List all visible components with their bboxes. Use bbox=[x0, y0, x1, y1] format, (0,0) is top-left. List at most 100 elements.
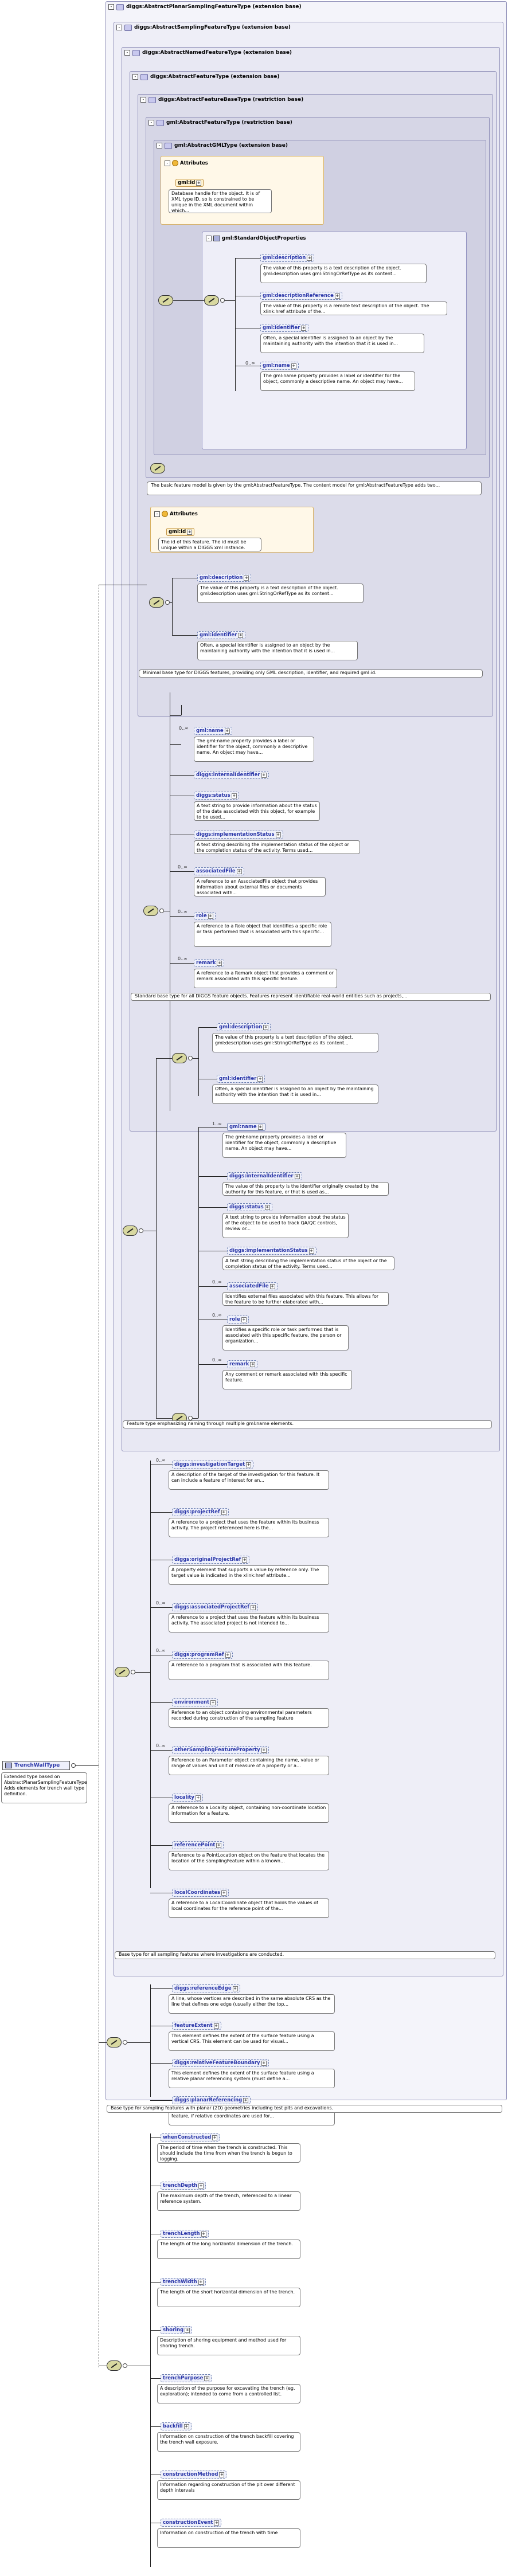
named-implementation-status-element[interactable]: diggs:implementationStatus+ bbox=[227, 1247, 316, 1255]
expand-icon[interactable]: + bbox=[261, 1747, 267, 1753]
expand-icon[interactable]: + bbox=[225, 1652, 230, 1658]
planar-items-element[interactable]: diggs:referenceEdge+ bbox=[172, 1984, 240, 1992]
ext-header-sampling[interactable]: -diggs:AbstractSamplingFeatureType (exte… bbox=[114, 22, 503, 33]
expand-icon[interactable]: + bbox=[263, 1024, 269, 1030]
sampling-items-element[interactable]: diggs:investigationTarget+ bbox=[172, 1461, 254, 1469]
collapse-icon[interactable]: - bbox=[149, 120, 154, 126]
gml-description-element[interactable]: gml:description+ bbox=[260, 254, 315, 262]
trench-items-element[interactable]: constructionMethod+ bbox=[161, 2471, 227, 2479]
sampling-items-element[interactable]: locality+ bbox=[172, 1794, 203, 1802]
expand-icon[interactable]: + bbox=[195, 1795, 201, 1800]
gml-identifier-element[interactable]: gml:identifier+ bbox=[260, 324, 309, 332]
collapse-icon[interactable]: - bbox=[132, 74, 138, 80]
ext-header-base[interactable]: -diggs:AbstractFeatureBaseType (restrict… bbox=[138, 95, 493, 105]
gml-description-reference-element[interactable]: gml:descriptionReference+ bbox=[260, 292, 342, 300]
attributes-title[interactable]: -Attributes bbox=[154, 511, 198, 517]
trench-items-element[interactable]: trenchLength+ bbox=[161, 2230, 209, 2238]
ext-header-gml-type[interactable]: -gml:AbstractGMLType (extension base) bbox=[154, 140, 486, 151]
expand-icon[interactable]: + bbox=[224, 728, 230, 734]
expand-icon[interactable]: + bbox=[250, 1361, 256, 1367]
named-associated-file-element[interactable]: associatedFile+ bbox=[227, 1282, 278, 1290]
expand-icon[interactable]: + bbox=[244, 575, 249, 581]
expand-icon[interactable]: + bbox=[212, 2135, 218, 2140]
sampling-items-element[interactable]: environment+ bbox=[172, 1698, 218, 1706]
expand-icon[interactable]: + bbox=[238, 632, 244, 638]
expand-icon[interactable]: + bbox=[242, 1557, 248, 1563]
sampling-items-element[interactable]: otherSamplingFeatureProperty+ bbox=[172, 1746, 269, 1754]
expand-icon[interactable]: + bbox=[196, 180, 202, 186]
gml-name-element[interactable]: gml:name+ bbox=[260, 362, 299, 370]
ext-header-gml-feature[interactable]: -gml:AbstractFeatureType (restriction ba… bbox=[146, 118, 489, 128]
expand-icon[interactable]: + bbox=[269, 1283, 275, 1289]
base-gml-description-element[interactable]: gml:description+ bbox=[197, 574, 252, 582]
expand-icon[interactable]: + bbox=[301, 325, 307, 331]
expand-icon[interactable]: + bbox=[201, 2231, 206, 2237]
expand-icon[interactable]: + bbox=[216, 1842, 222, 1848]
planar-items-element[interactable]: diggs:relativeFeatureBoundary+ bbox=[172, 2059, 269, 2067]
collapse-icon[interactable]: - bbox=[165, 160, 170, 166]
trench-items-element[interactable]: shoring+ bbox=[161, 2326, 193, 2334]
trench-items-element[interactable]: trenchDepth+ bbox=[161, 2182, 206, 2190]
planar-items-element[interactable]: diggs:planarReferencing+ bbox=[172, 2096, 251, 2104]
named-gml-description-element[interactable]: gml:description+ bbox=[217, 1023, 271, 1031]
expand-icon[interactable]: + bbox=[198, 2279, 204, 2285]
feature-remark-element[interactable]: remark+ bbox=[194, 959, 225, 967]
expand-icon[interactable]: + bbox=[246, 1462, 252, 1467]
expand-icon[interactable]: + bbox=[261, 2060, 267, 2066]
sampling-items-element[interactable]: diggs:associatedProjectRef+ bbox=[172, 1603, 258, 1611]
expand-icon[interactable]: + bbox=[208, 913, 213, 919]
expand-icon[interactable]: + bbox=[291, 363, 296, 369]
trench-items-element[interactable]: trenchPurpose+ bbox=[161, 2374, 212, 2382]
gml-id-attribute-base[interactable]: gml:id+ bbox=[166, 528, 195, 536]
expand-icon[interactable]: + bbox=[257, 1076, 263, 1082]
expand-icon[interactable]: + bbox=[210, 1700, 216, 1705]
expand-icon[interactable]: + bbox=[250, 1604, 256, 1610]
base-gml-identifier-element[interactable]: gml:identifier+ bbox=[197, 631, 246, 639]
feature-internal-identifier-element[interactable]: diggs:internalIdentifier+ bbox=[194, 771, 269, 779]
expand-icon[interactable]: + bbox=[236, 868, 242, 874]
collapse-icon[interactable]: - bbox=[157, 143, 162, 148]
expand-icon[interactable]: + bbox=[221, 1509, 226, 1515]
attributes-title[interactable]: -Attributes bbox=[165, 160, 208, 166]
sampling-items-element[interactable]: referencePoint+ bbox=[172, 1841, 224, 1849]
expand-icon[interactable]: + bbox=[217, 960, 222, 966]
expand-icon[interactable]: + bbox=[219, 2472, 225, 2477]
expand-icon[interactable]: + bbox=[213, 2023, 219, 2029]
expand-icon[interactable]: + bbox=[204, 2375, 210, 2381]
expand-icon[interactable]: + bbox=[232, 1986, 238, 1991]
expand-icon[interactable]: + bbox=[243, 2097, 249, 2103]
group-title[interactable]: -gml:StandardObjectProperties bbox=[206, 236, 306, 241]
ext-header-planar[interactable]: -diggs:AbstractPlanarSamplingFeatureType… bbox=[106, 2, 506, 12]
named-status-element[interactable]: diggs:status+ bbox=[227, 1203, 272, 1211]
expand-icon[interactable]: + bbox=[231, 793, 237, 798]
feature-implementation-status-element[interactable]: diggs:implementationStatus+ bbox=[194, 831, 283, 839]
feature-role-element[interactable]: role+ bbox=[194, 912, 216, 920]
trench-items-element[interactable]: backfill+ bbox=[161, 2422, 192, 2430]
named-role-element[interactable]: role+ bbox=[227, 1316, 249, 1324]
expand-icon[interactable]: + bbox=[257, 1124, 263, 1130]
feature-gml-name-element[interactable]: gml:name+ bbox=[194, 727, 232, 735]
expand-icon[interactable]: + bbox=[221, 1890, 227, 1896]
collapse-icon[interactable]: - bbox=[108, 4, 114, 10]
collapse-icon[interactable]: - bbox=[154, 511, 160, 517]
expand-icon[interactable]: + bbox=[264, 1204, 270, 1210]
named-internal-identifier-element[interactable]: diggs:internalIdentifier+ bbox=[227, 1172, 302, 1180]
sampling-items-element[interactable]: diggs:originalProjectRef+ bbox=[172, 1556, 250, 1564]
planar-items-element[interactable]: featureExtent+ bbox=[172, 2022, 221, 2030]
trench-items-element[interactable]: constructionEvent+ bbox=[161, 2519, 222, 2527]
sampling-items-element[interactable]: localCoordinates+ bbox=[172, 1889, 229, 1897]
expand-icon[interactable]: + bbox=[334, 293, 340, 299]
expand-icon[interactable]: + bbox=[241, 1317, 247, 1322]
expand-icon[interactable]: + bbox=[187, 529, 193, 535]
sampling-items-element[interactable]: diggs:programRef+ bbox=[172, 1651, 233, 1659]
expand-icon[interactable]: + bbox=[214, 2520, 220, 2526]
expand-icon[interactable]: + bbox=[261, 772, 267, 778]
feature-status-element[interactable]: diggs:status+ bbox=[194, 792, 239, 800]
named-remark-element[interactable]: remark+ bbox=[227, 1360, 258, 1368]
expand-icon[interactable]: + bbox=[185, 2327, 190, 2333]
trench-items-element[interactable]: trenchWidth+ bbox=[161, 2278, 206, 2286]
expand-icon[interactable]: + bbox=[275, 832, 281, 837]
trench-items-element[interactable]: whenConstructed+ bbox=[161, 2133, 220, 2142]
ext-header-feature[interactable]: -diggs:AbstractFeatureType (extension ba… bbox=[130, 72, 496, 82]
trench-wall-type-root[interactable]: TrenchWallType bbox=[2, 1761, 70, 1770]
